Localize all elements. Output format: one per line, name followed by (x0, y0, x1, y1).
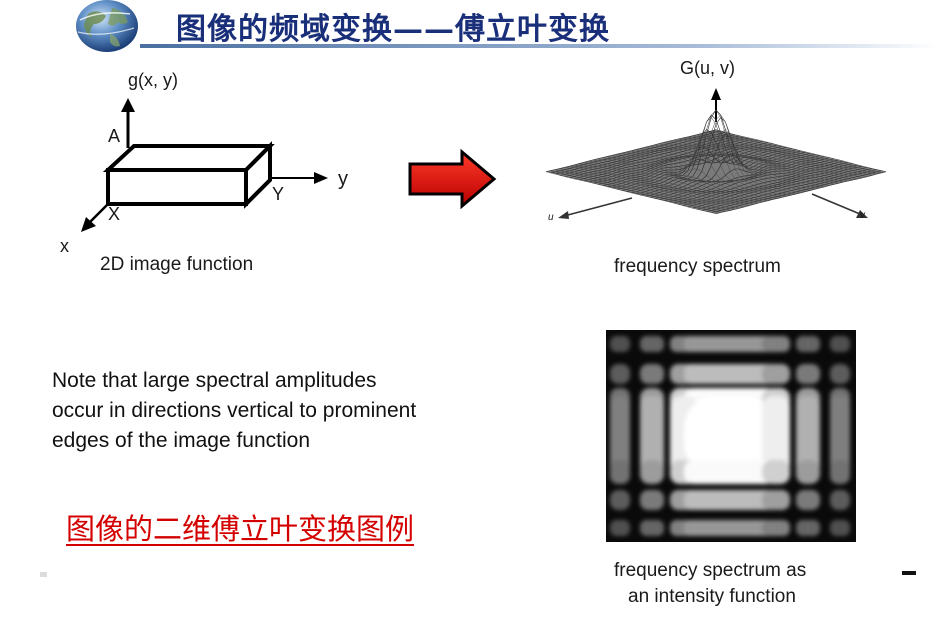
G-axis-arrowhead (711, 88, 721, 100)
intensity-caption-line-2: an intensity function (628, 586, 796, 608)
slide-dash (902, 571, 916, 575)
spectrum-blob (830, 520, 850, 536)
note-line-2: occur in directions vertical to prominen… (52, 396, 552, 426)
page-title: 图像的频域变换——傅立叶变换 (176, 4, 610, 48)
u-axis-arrowhead (558, 211, 569, 219)
box-top (108, 146, 270, 170)
spectrum-blob (640, 490, 664, 510)
label-Y: Y (272, 184, 284, 205)
spectrum-blob (640, 336, 664, 352)
y-axis-arrowhead (314, 172, 328, 184)
frequency-spectrum-caption: frequency spectrum (614, 256, 781, 278)
spectrum-blob (830, 364, 850, 384)
note-line-3: edges of the image function (52, 426, 552, 456)
spectrum-blob (830, 460, 850, 484)
note-line-1: Note that large spectral amplitudes (52, 366, 552, 396)
y-axis-label: y (338, 168, 348, 191)
spectrum-blob (796, 490, 820, 510)
x-axis-label: x (60, 236, 69, 257)
note-text: Note that large spectral amplitudes occu… (52, 366, 552, 456)
spectrum-blob (610, 364, 630, 384)
spectrum-blob (640, 520, 664, 536)
spectrum-blob (762, 490, 790, 510)
intensity-caption-line-1: frequency spectrum as (614, 560, 806, 582)
title-bar: 图像的频域变换——傅立叶变换 (0, 0, 948, 50)
label-A: A (108, 126, 120, 147)
box-front (108, 170, 246, 204)
right-arrow-icon (406, 148, 498, 210)
G-function-label: G(u, v) (680, 58, 735, 79)
spectrum-blob (762, 520, 790, 536)
title-underline (140, 44, 940, 48)
image-function-caption: 2D image function (100, 254, 253, 276)
spectrum-blob (762, 460, 790, 484)
spectrum-blob (830, 490, 850, 510)
u-axis-line (564, 198, 632, 216)
spectrum-blob (610, 336, 630, 352)
label-X: X (108, 204, 120, 225)
intensity-spectrum-image (606, 330, 856, 542)
spectrum-blob (610, 520, 630, 536)
v-axis-line (812, 194, 860, 214)
v-axis-label: v (860, 210, 865, 221)
spectrum-blob (762, 336, 790, 352)
spectrum-blob (830, 336, 850, 352)
example-caption: 图像的二维傅立叶变换图例 (66, 506, 414, 548)
spectrum-blob (796, 336, 820, 352)
spectrum-blob (796, 364, 820, 384)
spectrum-blob (640, 460, 664, 484)
slide-marker (40, 572, 47, 577)
x-axis-line (88, 204, 108, 224)
u-axis-label: u (548, 212, 554, 223)
spectrum-blob (610, 490, 630, 510)
spectrum-blob (796, 460, 820, 484)
spectrum-blob (762, 364, 790, 384)
intensity-pattern (606, 330, 856, 542)
g-axis-arrowhead (121, 98, 135, 112)
globe-icon (74, 0, 140, 52)
spectrum-blob (610, 460, 630, 484)
spectrum-mesh (546, 110, 886, 214)
spectrum-blob (640, 364, 664, 384)
spectrum-blob (796, 520, 820, 536)
g-function-label: g(x, y) (128, 70, 178, 91)
